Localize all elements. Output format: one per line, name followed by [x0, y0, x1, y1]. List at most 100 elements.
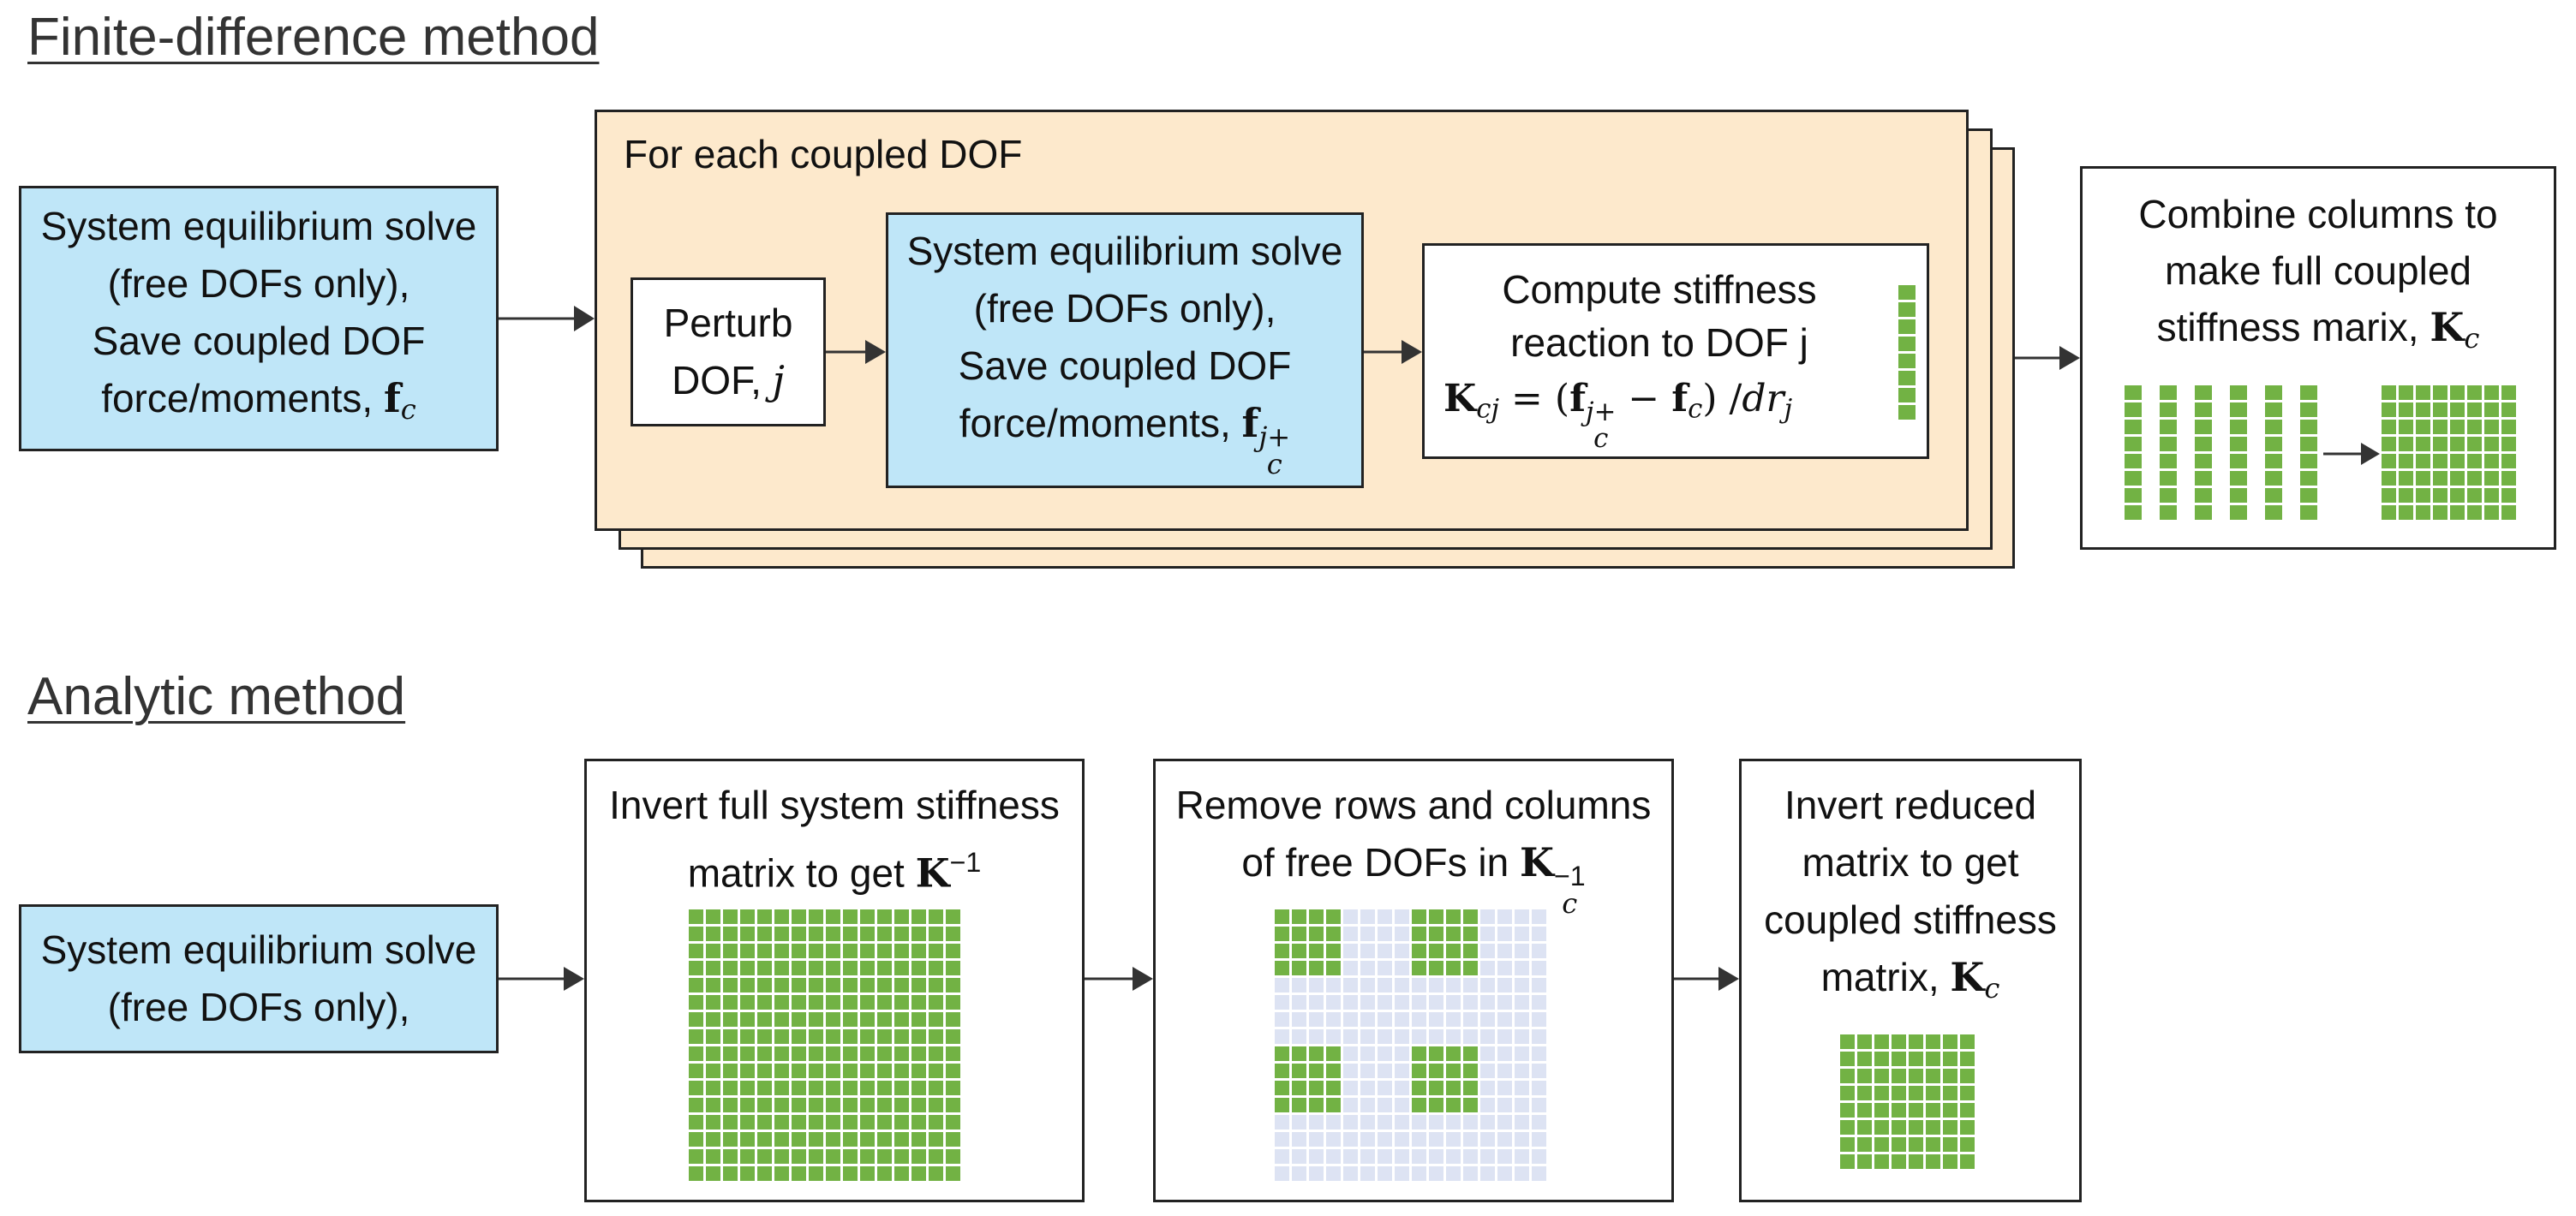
partition-cell	[1446, 944, 1461, 958]
partition-cell	[1480, 978, 1495, 992]
combined-cell	[2382, 385, 2396, 400]
full-matrix-cell	[946, 1098, 960, 1112]
full-matrix-cell	[706, 1046, 720, 1061]
full-matrix-cell	[740, 909, 755, 924]
partition-cell	[1326, 1166, 1341, 1181]
full-matrix-cell	[740, 1149, 755, 1164]
full-matrix-cell	[946, 1081, 960, 1095]
partition-cell	[1326, 995, 1341, 1010]
combined-cell	[2433, 402, 2447, 417]
column-cell	[2195, 385, 2212, 400]
combined-cell	[2467, 385, 2482, 400]
full-matrix-cell	[843, 927, 858, 941]
partition-cell	[1429, 1149, 1443, 1164]
full-matrix-cell	[740, 1115, 755, 1130]
partition-cell	[1360, 1029, 1375, 1044]
full-matrix-cell	[911, 927, 926, 941]
partition-cell	[1515, 1098, 1529, 1112]
full-matrix-cell	[826, 1046, 840, 1061]
full-matrix-cell	[946, 1046, 960, 1061]
partition-cell	[1292, 944, 1306, 958]
partition-cell	[1343, 1132, 1358, 1147]
combined-cell	[2484, 420, 2499, 434]
partition-cell	[1309, 961, 1324, 975]
full-matrix-cell	[911, 961, 926, 975]
reduced-cell	[1909, 1103, 1923, 1118]
combined-cell	[2484, 437, 2499, 451]
full-matrix-cell	[809, 1064, 823, 1078]
full-matrix-cell	[774, 944, 789, 958]
reduced-cell	[1909, 1154, 1923, 1169]
partition-cell	[1412, 978, 1426, 992]
full-matrix-cell	[706, 1149, 720, 1164]
fd-solve-line2: (free DOFs only),	[107, 261, 410, 307]
partition-cell	[1412, 1029, 1426, 1044]
partition-cell	[1292, 1115, 1306, 1130]
full-matrix-cell	[894, 1081, 909, 1095]
partition-cell	[1343, 1166, 1358, 1181]
an-solve-line1: System equilibrium solve	[40, 927, 477, 972]
full-matrix-cell	[877, 1115, 892, 1130]
full-matrix-cell	[757, 1132, 772, 1147]
full-matrix-cell	[792, 927, 806, 941]
full-matrix-cell	[877, 1064, 892, 1078]
full-matrix-cell	[860, 1046, 875, 1061]
partition-cell	[1429, 995, 1443, 1010]
full-matrix-cell	[689, 909, 703, 924]
combined-cell	[2501, 437, 2516, 451]
partition-cell	[1497, 927, 1512, 941]
full-matrix-cell	[929, 927, 943, 941]
full-matrix-cell	[911, 909, 926, 924]
partition-cell	[1378, 1166, 1392, 1181]
full-matrix-cell	[877, 1132, 892, 1147]
full-matrix-cell	[946, 995, 960, 1010]
full-matrix-cell	[723, 1098, 738, 1112]
combined-cell	[2399, 454, 2413, 468]
partition-cell	[1275, 978, 1289, 992]
full-matrix-cell	[792, 1149, 806, 1164]
partition-cell	[1378, 978, 1392, 992]
column-cell	[2300, 471, 2317, 486]
partition-cell	[1395, 1046, 1409, 1061]
partition-cell	[1275, 1081, 1289, 1095]
partition-cell	[1292, 1081, 1306, 1095]
partition-cell	[1395, 1029, 1409, 1044]
full-matrix-cell	[723, 1115, 738, 1130]
invert-reduced-line3: coupled stiffness	[1764, 897, 2057, 942]
combined-cell	[2450, 505, 2465, 520]
partition-cell	[1532, 978, 1546, 992]
loop-solve-line1: System equilibrium solve	[906, 228, 1343, 273]
full-matrix-cell	[843, 995, 858, 1010]
partition-cell	[1309, 1029, 1324, 1044]
full-matrix-cell	[757, 995, 772, 1010]
partition-cell	[1446, 927, 1461, 941]
full-matrix-cell	[689, 1046, 703, 1061]
loop-system-solve-box: System equilibrium solve (free DOFs only…	[886, 212, 1364, 488]
combined-cell	[2382, 420, 2396, 434]
column-cell	[2195, 402, 2212, 417]
full-matrix-cell	[843, 1012, 858, 1027]
reduced-cell	[1857, 1034, 1872, 1049]
arrow-solve-to-loop-head	[574, 306, 595, 331]
column-cell	[2300, 505, 2317, 520]
combined-cell	[2399, 402, 2413, 417]
partition-cell	[1497, 1046, 1512, 1061]
full-matrix-cell	[843, 1115, 858, 1130]
partition-cell	[1378, 1149, 1392, 1164]
combined-cell	[2501, 505, 2516, 520]
partition-cell	[1480, 909, 1495, 924]
partition-cell	[1292, 1166, 1306, 1181]
full-matrix-cell	[792, 1081, 806, 1095]
full-matrix-cell	[860, 1081, 875, 1095]
partition-cell	[1497, 961, 1512, 975]
combined-matrix-graphic	[2382, 385, 2519, 522]
partition-cell	[1326, 927, 1341, 941]
partition-cell	[1309, 1012, 1324, 1027]
full-matrix-cell	[826, 1064, 840, 1078]
full-matrix-cell	[860, 1029, 875, 1044]
partition-cell	[1446, 995, 1461, 1010]
full-matrix-cell	[723, 995, 738, 1010]
partition-cell	[1292, 927, 1306, 941]
full-matrix-cell	[689, 1149, 703, 1164]
